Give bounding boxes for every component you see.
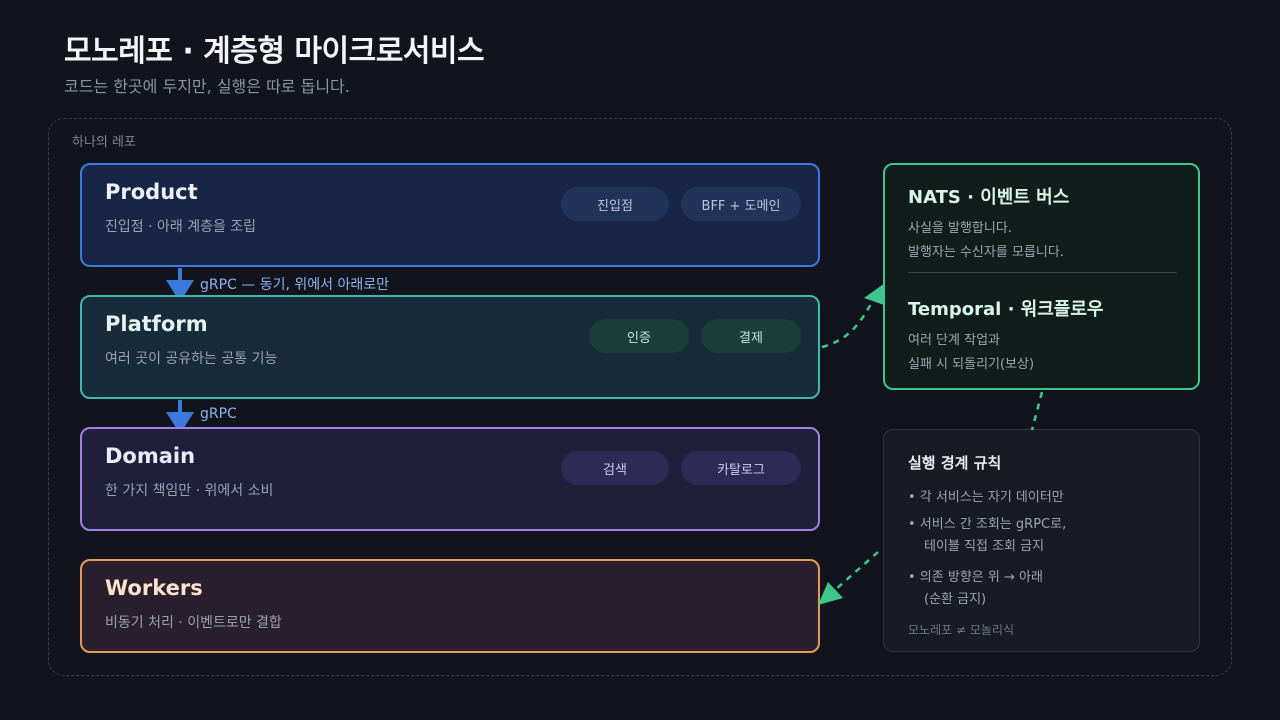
tag-catalog: 카탈로그 — [681, 451, 801, 485]
tag-payment: 결제 — [701, 319, 801, 353]
temporal-line-2: 실패 시 되돌리기(보상) — [908, 357, 1035, 372]
layer-product-name: Product — [105, 180, 198, 204]
rules-note: 모노레포 ≠ 모놀리식 — [908, 623, 1015, 637]
rules-title: 실행 경계 규칙 — [908, 454, 1002, 472]
messaging-card: NATS · 이벤트 버스 사실을 발행합니다. 발행자는 수신자를 모릅니다.… — [883, 163, 1200, 390]
rule-item: • 서비스 간 조회는 gRPC로, — [908, 517, 1067, 532]
arrow-down-left-icon — [818, 582, 843, 605]
grpc-label-sync: gRPC — 동기, 위에서 아래로만 — [200, 277, 390, 293]
layer-platform: Platform 여러 곳이 공유하는 공통 기능 인증 결제 — [80, 295, 820, 399]
layer-domain-name: Domain — [105, 444, 196, 468]
repo-boundary — [48, 118, 1232, 676]
layer-platform-name: Platform — [105, 312, 208, 336]
temporal-title: Temporal · 워크플로우 — [908, 299, 1104, 320]
event-arrow-platform-nats — [821, 301, 874, 349]
tag-auth: 인증 — [589, 319, 689, 353]
layer-product: Product 진입점 · 아래 계층을 조립 진입점 BFF + 도메인 — [80, 163, 820, 267]
tag-search: 검색 — [561, 451, 669, 485]
page-subtitle: 코드는 한곳에 두지만, 실행은 따로 돕니다. — [64, 77, 350, 96]
rule-item-cont: (순환 금지) — [924, 592, 987, 607]
card-divider — [908, 272, 1177, 273]
arrow-up-right-icon — [864, 283, 885, 305]
nats-title: NATS · 이벤트 버스 — [908, 187, 1070, 208]
rules-card: 실행 경계 규칙 • 각 서비스는 자기 데이터만 • 서비스 간 조회는 gR… — [883, 429, 1200, 652]
rule-item-cont: 테이블 직접 조회 금지 — [924, 539, 1045, 554]
rule-item: • 각 서비스는 자기 데이터만 — [908, 490, 1064, 505]
repo-label: 하나의 레포 — [72, 135, 136, 150]
layer-workers: Workers 비동기 처리 · 이벤트로만 결합 — [80, 559, 820, 653]
layer-workers-name: Workers — [105, 576, 203, 600]
nats-line-1: 사실을 발행합니다. — [908, 221, 1012, 236]
layer-product-desc: 진입점 · 아래 계층을 조립 — [105, 219, 257, 235]
temporal-line-1: 여러 단계 작업과 — [908, 333, 1000, 348]
tag-bff-domain: BFF + 도메인 — [681, 187, 801, 221]
event-arrow-to-workers — [834, 551, 879, 591]
layer-platform-desc: 여러 곳이 공유하는 공통 기능 — [105, 351, 278, 367]
grpc-label: gRPC — [200, 406, 237, 422]
event-arrow-nats-rules — [1030, 391, 1044, 431]
layer-domain: Domain 한 가지 책임만 · 위에서 소비 검색 카탈로그 — [80, 427, 820, 531]
rule-item: • 의존 방향은 위 → 아래 — [908, 570, 1043, 585]
nats-line-2: 발행자는 수신자를 모릅니다. — [908, 245, 1064, 260]
tag-entrypoint: 진입점 — [561, 187, 669, 221]
page-title: 모노레포 · 계층형 마이크로서비스 — [64, 34, 485, 69]
layer-domain-desc: 한 가지 책임만 · 위에서 소비 — [105, 483, 274, 499]
layer-workers-desc: 비동기 처리 · 이벤트로만 결합 — [105, 615, 282, 631]
